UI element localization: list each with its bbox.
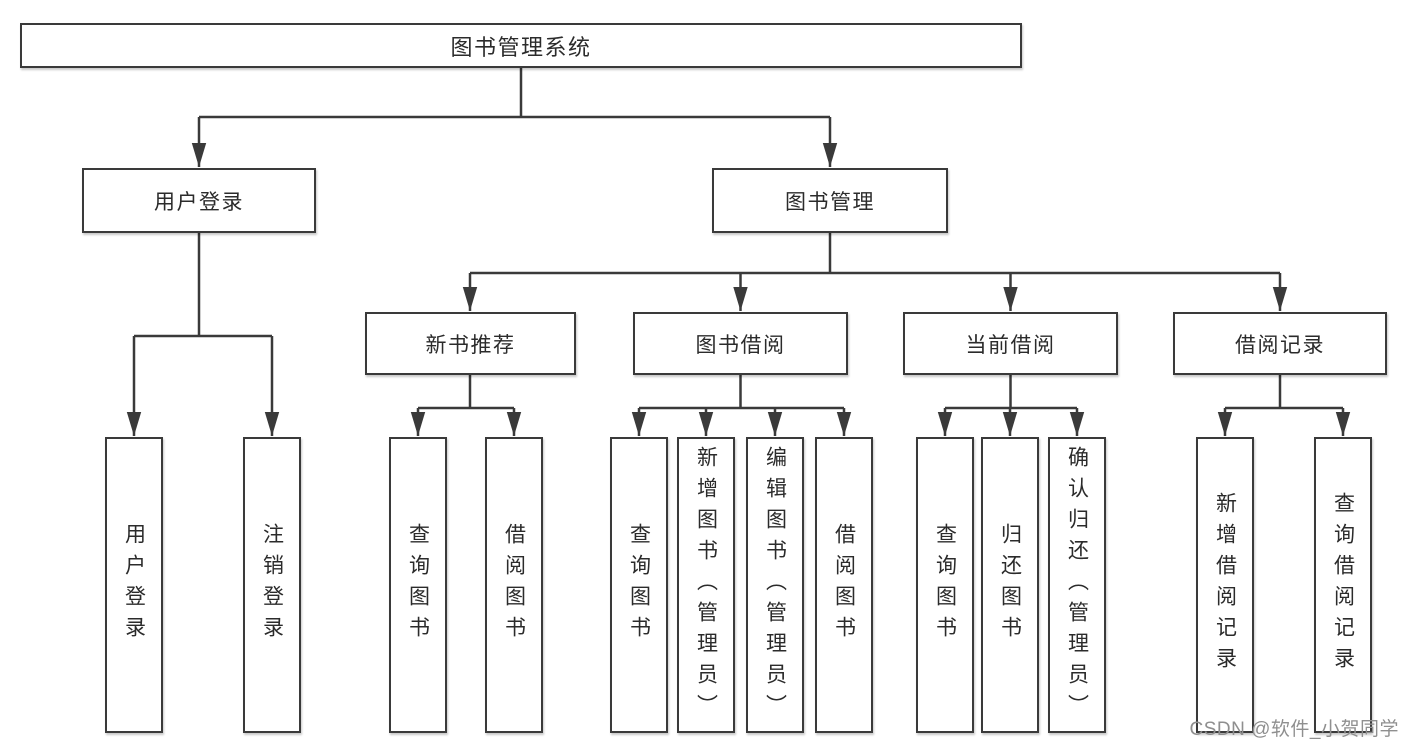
leaf-borrow-borrow-books-label: 借阅图书 (832, 523, 856, 647)
leaf-user-login-label: 用户登录 (122, 523, 146, 647)
csdn-watermark: CSDN @软件_小贺同学 (1189, 719, 1399, 740)
node-book-borrow-label: 图书借阅 (695, 333, 786, 357)
leaf-borrow-edit-books-admin: 编辑图书（管理员） (746, 437, 804, 733)
leaf-current-return-books-label: 归还图书 (998, 523, 1022, 647)
node-user-login-label: 用户登录 (154, 190, 244, 214)
leaf-recommend-query-books: 查询图书 (389, 437, 447, 733)
leaf-current-confirm-return-admin-label: 确认归还（管理员） (1065, 445, 1089, 725)
node-user-login: 用户登录 (82, 168, 316, 233)
leaf-current-return-books: 归还图书 (981, 437, 1039, 733)
node-book-management: 图书管理 (712, 168, 948, 233)
leaf-borrow-add-books-admin: 新增图书（管理员） (677, 437, 735, 733)
node-current-borrow-label: 当前借阅 (965, 333, 1056, 357)
node-borrow-records: 借阅记录 (1173, 312, 1387, 375)
leaf-borrow-borrow-books: 借阅图书 (815, 437, 873, 733)
tree-branch-lines (134, 68, 1343, 410)
leaf-borrow-edit-books-admin-label: 编辑图书（管理员） (763, 445, 787, 725)
node-book-borrow: 图书借阅 (633, 312, 848, 375)
leaf-records-add-record-label: 新增借阅记录 (1213, 492, 1237, 678)
node-root-label: 图书管理系统 (450, 34, 592, 60)
leaf-user-login: 用户登录 (105, 437, 163, 733)
leaf-borrow-add-books-admin-label: 新增图书（管理员） (694, 445, 718, 725)
node-current-borrow: 当前借阅 (903, 312, 1118, 375)
leaf-current-query-books: 查询图书 (916, 437, 974, 733)
node-new-book-recommend: 新书推荐 (365, 312, 576, 375)
flow-arrows (126, 117, 1351, 436)
leaf-records-query-record-label: 查询借阅记录 (1331, 492, 1355, 678)
leaf-logout: 注销登录 (243, 437, 301, 733)
leaf-borrow-query-books-label: 查询图书 (627, 523, 651, 647)
leaf-recommend-borrow-books: 借阅图书 (485, 437, 543, 733)
leaf-current-query-books-label: 查询图书 (933, 523, 957, 647)
leaf-logout-label: 注销登录 (260, 523, 284, 647)
node-new-book-recommend-label: 新书推荐 (425, 333, 516, 357)
leaf-current-confirm-return-admin: 确认归还（管理员） (1048, 437, 1106, 733)
leaf-records-query-record: 查询借阅记录 (1314, 437, 1372, 733)
node-borrow-records-label: 借阅记录 (1235, 333, 1325, 357)
node-book-management-label: 图书管理 (785, 190, 875, 214)
node-root: 图书管理系统 (20, 23, 1022, 68)
leaf-borrow-query-books: 查询图书 (610, 437, 668, 733)
leaf-records-add-record: 新增借阅记录 (1196, 437, 1254, 733)
leaf-recommend-borrow-books-label: 借阅图书 (502, 523, 526, 647)
leaf-recommend-query-books-label: 查询图书 (406, 523, 430, 647)
